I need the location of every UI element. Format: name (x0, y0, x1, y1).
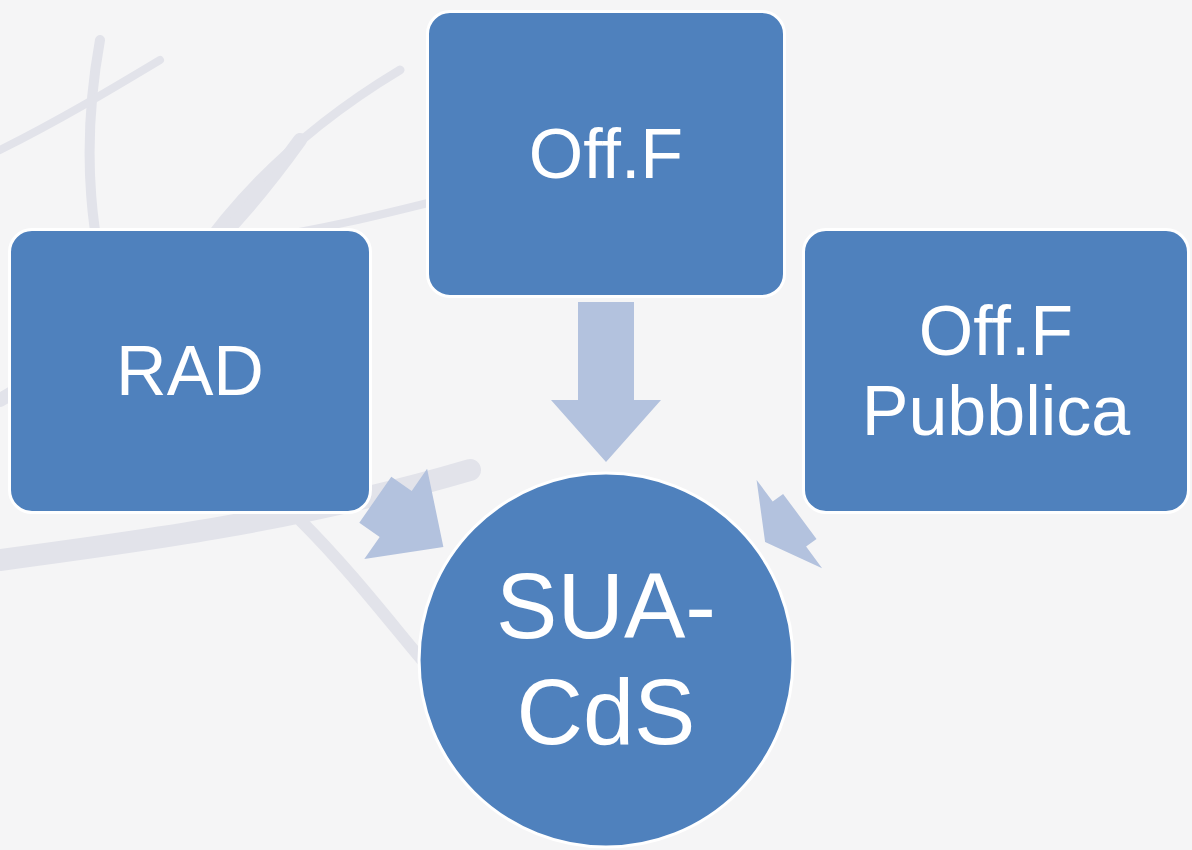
node-label: RAD (116, 331, 264, 412)
node-label: Off.F (529, 114, 683, 195)
circle-outline (416, 470, 796, 850)
node-label: SUA- CdS (491, 554, 721, 766)
result-circle: SUA- CdS (416, 470, 796, 850)
block-arrow (551, 302, 661, 462)
circle-shape (419, 473, 793, 847)
process-box: Off.F Pubblica (802, 228, 1190, 514)
node-label: Off.F Pubblica (826, 291, 1166, 452)
branch (0, 60, 160, 150)
process-box: RAD (8, 228, 372, 514)
process-box: Off.F (426, 10, 786, 298)
